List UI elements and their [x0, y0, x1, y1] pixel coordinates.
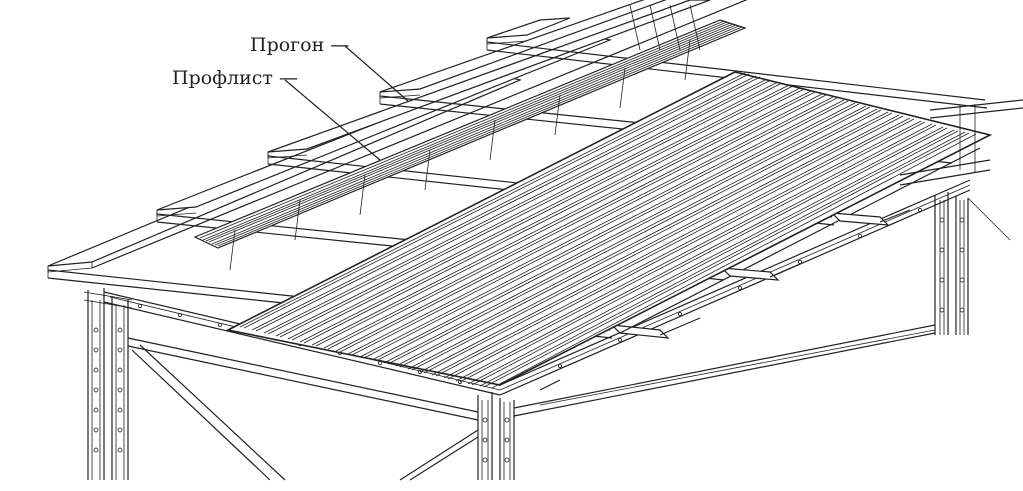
bracing: [127, 197, 1011, 481]
purlin-leader-line: [344, 45, 409, 102]
leader-lines: [284, 45, 409, 161]
sheet-leader-line: [284, 79, 381, 161]
left-column: [83, 288, 133, 480]
right-column: [934, 192, 969, 335]
purlin-label: Прогон —: [250, 34, 350, 56]
profiled-sheet-label: Профлист —: [172, 67, 298, 89]
right-truss: [899, 99, 1023, 186]
profiled-sheet-main: [225, 71, 993, 389]
profiled-sheet-small: [193, 4, 747, 271]
middle-column: [477, 392, 515, 480]
